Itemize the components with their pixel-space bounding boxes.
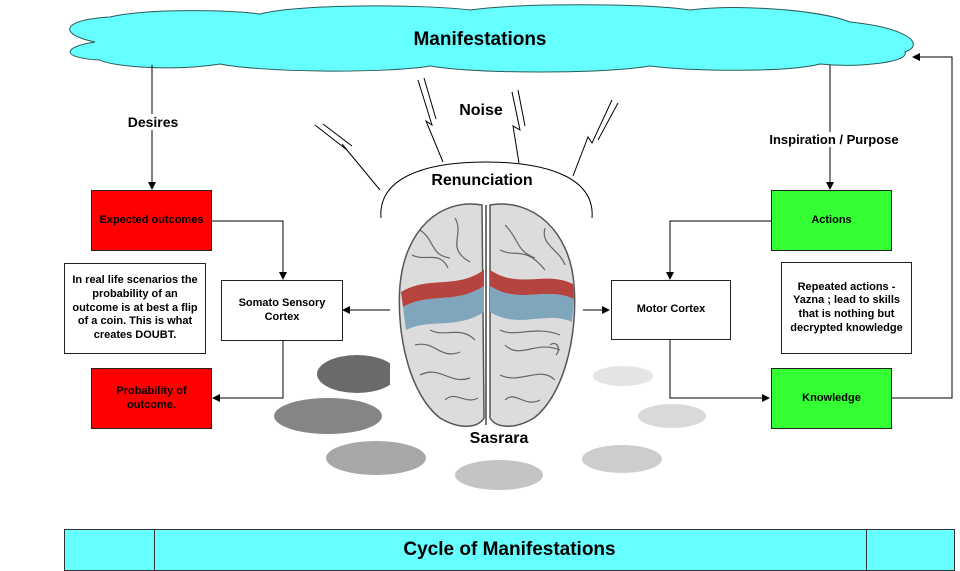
noise-arrow <box>314 124 381 191</box>
noise-arrow <box>517 89 526 127</box>
probability-of-outcome-text: Probability of outcome. <box>116 384 187 411</box>
actions-box: Actions <box>771 190 892 251</box>
label-desires: Desires <box>120 114 186 130</box>
cloud-title: Manifestations <box>413 29 547 50</box>
knowledge-text: Knowledge <box>802 391 861 404</box>
repeated-actions-note-box: Repeated actions - Yazna ; lead to skill… <box>781 262 912 354</box>
noise-arrow <box>417 79 444 163</box>
footer-title: Cycle of Manifestations <box>403 539 616 560</box>
motor-cortex-box: Motor Cortex <box>611 280 731 340</box>
manifestations-cloud <box>69 4 914 73</box>
somato-sensory-cortex-box: Somato Sensory Cortex <box>221 280 343 341</box>
doubt-note-text: In real life scenarios the probability o… <box>72 274 198 342</box>
noise-arrow <box>511 91 521 164</box>
expected-outcomes-text: Expected outcomes <box>99 213 204 226</box>
connector-actions-to-motor <box>666 220 771 280</box>
somato-sensory-cortex-text: Somato Sensory Cortex <box>238 296 326 323</box>
brain-illustration <box>390 198 582 428</box>
motor-cortex-text: Motor Cortex <box>636 303 706 316</box>
noise-arrow <box>597 102 619 141</box>
renunciation-arc <box>380 161 593 219</box>
label-sasrara: Sasrara <box>469 430 529 447</box>
label-renunciation: Renunciation <box>431 172 533 189</box>
connector-motor-to-knowledge <box>669 339 770 402</box>
label-inspiration-purpose: Inspiration / Purpose <box>754 132 914 147</box>
actions-text: Actions <box>811 213 852 226</box>
connector-somato-to-probability <box>212 341 284 402</box>
noise-arrow <box>322 123 353 147</box>
noise-arrow <box>423 77 437 120</box>
expected-outcomes-box: Expected outcomes <box>91 190 212 251</box>
knowledge-box: Knowledge <box>771 368 892 429</box>
connector-expected-to-somato <box>211 220 287 280</box>
label-noise: Noise <box>459 102 503 119</box>
noise-arrows <box>314 77 619 191</box>
footer-right-divider <box>866 530 867 570</box>
cycle-footer-bar: Cycle of Manifestations <box>64 529 955 571</box>
noise-arrow <box>572 99 613 177</box>
footer-left-cell <box>65 530 155 570</box>
probability-of-outcome-box: Probability of outcome. <box>91 368 212 429</box>
connector-knowledge-to-cloud <box>891 53 953 399</box>
sasrara-ellipses <box>274 355 706 490</box>
doubt-note-box: In real life scenarios the probability o… <box>64 263 206 354</box>
repeated-actions-note-text: Repeated actions - Yazna ; lead to skill… <box>790 280 903 334</box>
